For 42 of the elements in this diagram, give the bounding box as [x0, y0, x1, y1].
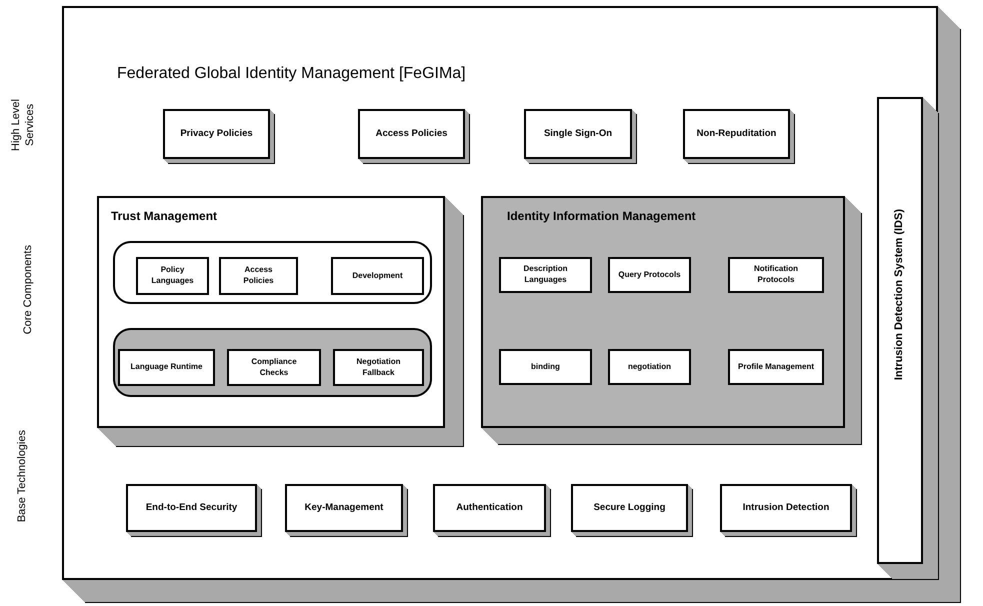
component-box [333, 349, 424, 386]
component-label: Access Policies [242, 265, 275, 287]
rounded-group-panel [113, 328, 432, 397]
component-label: Profile Management [738, 362, 814, 372]
component-box [608, 257, 691, 293]
component-label: Language Runtime [130, 362, 202, 373]
layer-label: Base Technologies [16, 430, 29, 522]
layer-label: Core Components [22, 245, 35, 334]
component-box [608, 349, 691, 385]
component-label: Single Sign-On [544, 128, 612, 140]
component-box [728, 349, 824, 385]
component-label: Authentication [456, 502, 523, 514]
component-box [728, 257, 824, 293]
component-label: Compliance Checks [250, 356, 298, 378]
component-label: Intrusion Detection [742, 502, 830, 514]
panel-title: Federated Global Identity Management [FeGIMa] [117, 65, 466, 83]
component-label: Privacy Policies [180, 128, 253, 140]
component-label: End-to-End Security [146, 502, 238, 514]
component-label: Non-Repuditation [696, 128, 776, 140]
component-box [499, 257, 592, 293]
component-box [136, 257, 209, 295]
component-label: Secure Logging [594, 502, 666, 514]
component-box [219, 257, 298, 295]
component-label: Negotiation Fallback [356, 356, 402, 378]
component-label: Query Protocols [618, 270, 681, 280]
panel-title: Trust Management [111, 209, 218, 223]
component-label: binding [531, 362, 560, 372]
component-label: negotiation [628, 362, 672, 372]
component-box [331, 257, 424, 295]
component-box [118, 349, 215, 386]
component-label: Policy Languages [150, 265, 195, 287]
bar-label: Intrusion Detection System (IDS) [893, 209, 905, 380]
component-label: Access Policies [376, 128, 448, 140]
component-label: Key-Management [304, 502, 384, 514]
component-label: Notification Protocols [753, 264, 799, 286]
layer-label: High Level Services [10, 98, 37, 153]
component-box [499, 349, 592, 385]
component-label: Development [352, 270, 403, 282]
panel-title: Identity Information Management [507, 209, 696, 223]
component-label: Description Languages [522, 264, 568, 286]
rounded-group-panel [113, 241, 432, 304]
component-box [227, 349, 321, 386]
